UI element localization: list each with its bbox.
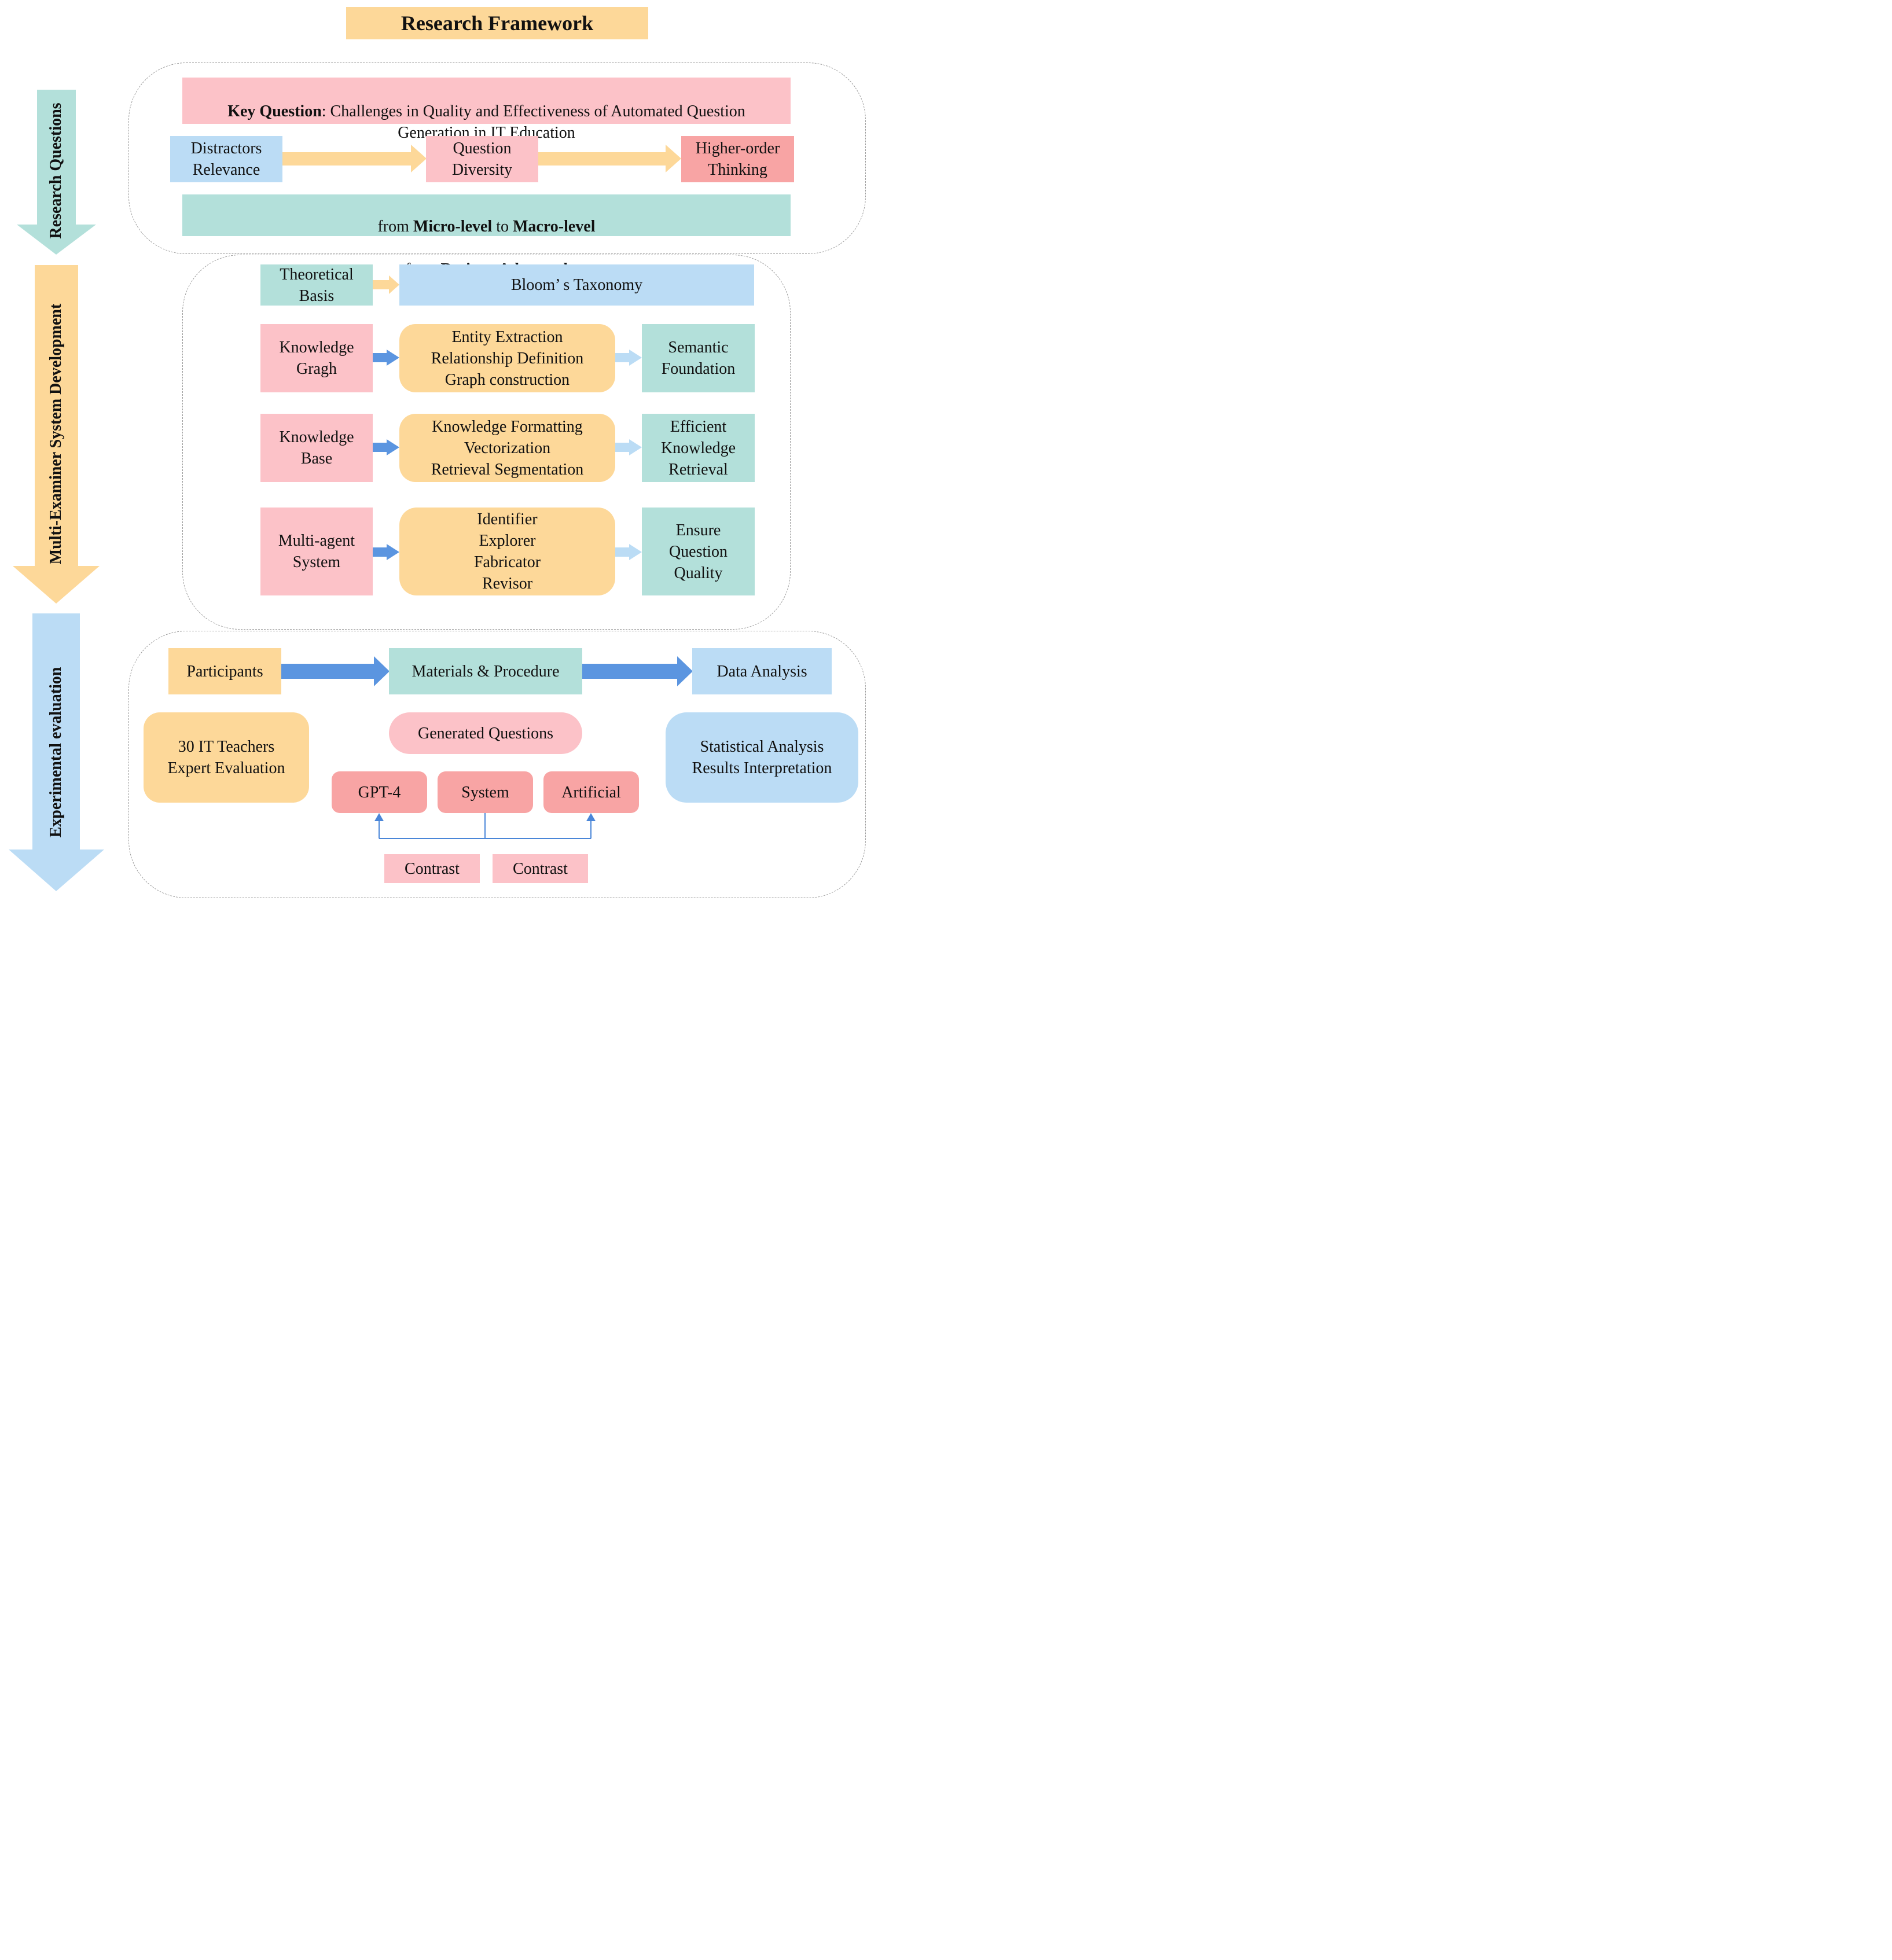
participants: Participants (168, 648, 281, 694)
data-analysis: Data Analysis (692, 648, 832, 694)
contrast-connectors (379, 812, 592, 839)
source-knowledge-graph: Knowledge Gragh (260, 324, 373, 392)
stage-arrow-experimental-evaluation (9, 613, 104, 891)
process-knowledge-base: Knowledge Formatting Vectorization Retri… (399, 414, 615, 482)
source-knowledge-base: Knowledge Base (260, 414, 373, 482)
statistical-analysis: Statistical Analysis Results Interpretat… (666, 712, 858, 803)
source-gpt4: GPT-4 (332, 771, 427, 813)
arrow-theory (372, 275, 399, 294)
region-system-development (182, 255, 791, 630)
connector-arrows (281, 145, 693, 839)
process-multi-agent-system: Identifier Explorer Fabricator Revisor (399, 508, 615, 595)
arrow-ma-2 (615, 544, 642, 560)
stage-arrow-system-development (13, 265, 100, 604)
key-question: Key Question: Challenges in Quality and … (182, 78, 791, 142)
result-semantic-foundation: Semantic Foundation (642, 324, 755, 392)
source-system: System (438, 771, 533, 813)
region-research-questions (128, 62, 866, 254)
stage-arrow-research-questions (17, 90, 96, 255)
arrow-kg-1 (372, 350, 399, 366)
arrowhead-gpt4 (374, 813, 384, 821)
theoretical-basis: Theoretical Basis (260, 264, 373, 306)
step-higher-order-thinking: Higher-order Thinking (681, 136, 794, 182)
contrast-label-right: Contrast (493, 854, 588, 883)
contrast-label-left: Contrast (384, 854, 480, 883)
result-efficient-retrieval: Efficient Knowledge Retrieval (642, 414, 755, 482)
materials-procedure: Materials & Procedure (389, 648, 582, 694)
progression-banner: from Micro-level to Macro-level from Bas… (182, 194, 791, 278)
arrow-rq-1 (282, 145, 427, 172)
arrow-eval-1 (281, 656, 390, 686)
arrowhead-artificial (586, 813, 596, 821)
page-title: Research Framework (346, 7, 648, 39)
source-artificial: Artificial (543, 771, 639, 813)
process-knowledge-graph: Entity Extraction Relationship Definitio… (399, 324, 615, 392)
arrow-rq-2 (538, 145, 681, 172)
arrow-eval-2 (582, 656, 693, 686)
stage-arrows (9, 90, 104, 891)
generated-questions: Generated Questions (389, 712, 582, 754)
key-question-text: : Challenges in Quality and Effectivenes… (321, 102, 745, 142)
result-ensure-quality: Ensure Question Quality (642, 508, 755, 595)
region-experimental-evaluation (128, 631, 866, 898)
arrow-kb-1 (372, 439, 399, 455)
source-multi-agent-system: Multi-agent System (260, 508, 373, 595)
arrow-kg-2 (615, 350, 642, 366)
arrow-ma-1 (372, 544, 399, 560)
arrow-kb-2 (615, 439, 642, 455)
key-question-label: Key Question (227, 102, 322, 120)
step-distractors-relevance: Distractors Relevance (170, 136, 282, 182)
blooms-taxonomy: Bloom’ s Taxonomy (399, 264, 754, 306)
progression-line-1: from Micro-level to Macro-level (377, 218, 596, 236)
step-question-diversity: Question Diversity (426, 136, 538, 182)
it-teachers-evaluation: 30 IT Teachers Expert Evaluation (144, 712, 309, 803)
